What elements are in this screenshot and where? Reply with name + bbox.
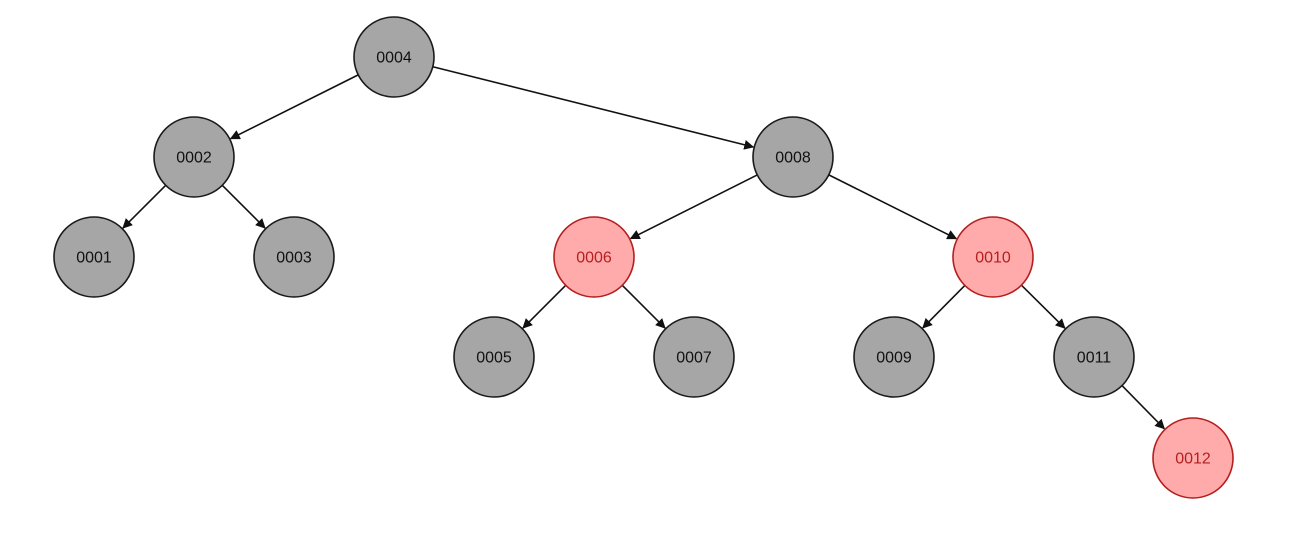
- node-label: 0003: [276, 250, 312, 267]
- edge-n11-to-n12: [1121, 385, 1165, 430]
- node-circle: [653, 316, 735, 398]
- node-circle: [53, 216, 135, 298]
- tree-node-0008: 0008: [752, 116, 834, 198]
- edge-n2-to-n1: [122, 184, 167, 229]
- tree-node-0010: 0010: [952, 216, 1034, 298]
- node-circle: [1152, 417, 1234, 499]
- node-label: 0012: [1175, 451, 1211, 468]
- tree-node-0012: 0012: [1152, 417, 1234, 499]
- edge-n10-to-n11: [1020, 284, 1066, 329]
- tree-node-0004: 0004: [353, 16, 435, 98]
- tree-node-0007: 0007: [653, 316, 735, 398]
- edge-n4-to-n2: [229, 74, 359, 140]
- node-label: 0011: [1077, 350, 1112, 367]
- node-label: 0004: [376, 50, 412, 67]
- edge-n4-to-n8: [432, 65, 755, 150]
- edge-n8-to-n10: [828, 174, 958, 240]
- node-label: 0002: [176, 150, 212, 167]
- node-circle: [853, 316, 935, 398]
- tree-node-0002: 0002: [153, 116, 235, 198]
- node-circle: [553, 216, 635, 298]
- node-label: 0005: [476, 350, 512, 367]
- node-label: 0007: [676, 350, 712, 367]
- node-label: 0006: [576, 250, 612, 267]
- node-circle: [153, 116, 235, 198]
- tree-node-0011: 0011: [1053, 316, 1135, 398]
- edges-layer: [122, 65, 1165, 430]
- node-label: 0009: [876, 350, 912, 367]
- node-circle: [253, 216, 335, 298]
- edge-n6-to-n5: [522, 284, 567, 329]
- tree-node-0006: 0006: [553, 216, 635, 298]
- tree-node-0009: 0009: [853, 316, 935, 398]
- node-label: 0010: [975, 250, 1011, 267]
- node-circle: [952, 216, 1034, 298]
- nodes-layer: 0004 0002 0008 0001 0003 0006 0010 0005 0007 0009…: [53, 16, 1234, 499]
- tree-node-0003: 0003: [253, 216, 335, 298]
- node-label: 0008: [775, 150, 811, 167]
- node-circle: [752, 116, 834, 198]
- node-circle: [453, 316, 535, 398]
- edge-n8-to-n6: [629, 174, 758, 240]
- node-label: 0001: [76, 250, 112, 267]
- edge-n6-to-n7: [621, 284, 666, 329]
- tree-node-0001: 0001: [53, 216, 135, 298]
- node-circle: [353, 16, 435, 98]
- tree-node-0005: 0005: [453, 316, 535, 398]
- node-circle: [1053, 316, 1135, 398]
- edge-n2-to-n3: [221, 184, 266, 229]
- edge-n10-to-n9: [922, 284, 966, 329]
